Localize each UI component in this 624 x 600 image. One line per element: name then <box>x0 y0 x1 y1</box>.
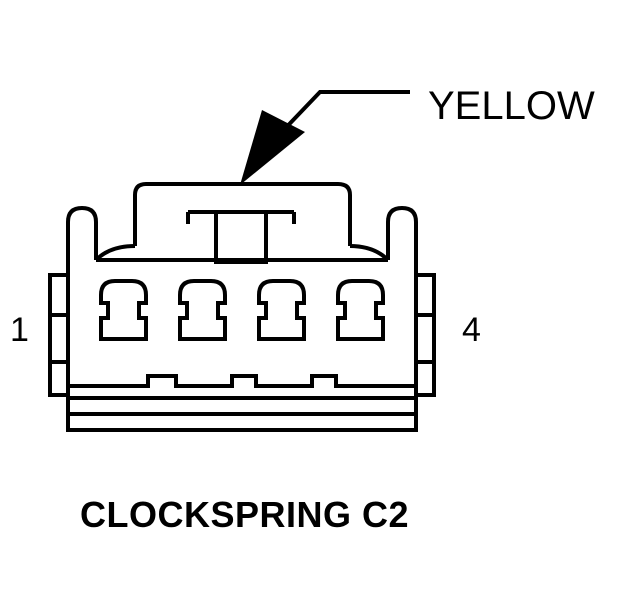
locking-tab <box>133 182 352 246</box>
arrowhead <box>240 110 305 185</box>
cavity <box>257 279 306 341</box>
connector-color-label: YELLOW <box>428 84 595 128</box>
cavity <box>336 279 385 341</box>
housing-body <box>66 275 418 400</box>
right-rib <box>414 273 436 397</box>
right-post <box>386 205 418 275</box>
left-post <box>66 205 98 275</box>
cavity-group <box>99 279 385 341</box>
connector-title: CLOCKSPRING C2 <box>80 494 410 535</box>
bottom-ridge <box>66 374 418 398</box>
cavity <box>99 279 148 341</box>
latch-notch <box>214 210 268 264</box>
pin-number-first: 1 <box>10 311 29 349</box>
left-rib <box>48 273 70 397</box>
pin-number-last: 4 <box>462 311 481 349</box>
cavity <box>178 279 227 341</box>
leader-line <box>274 90 410 140</box>
base-rail <box>66 412 418 432</box>
